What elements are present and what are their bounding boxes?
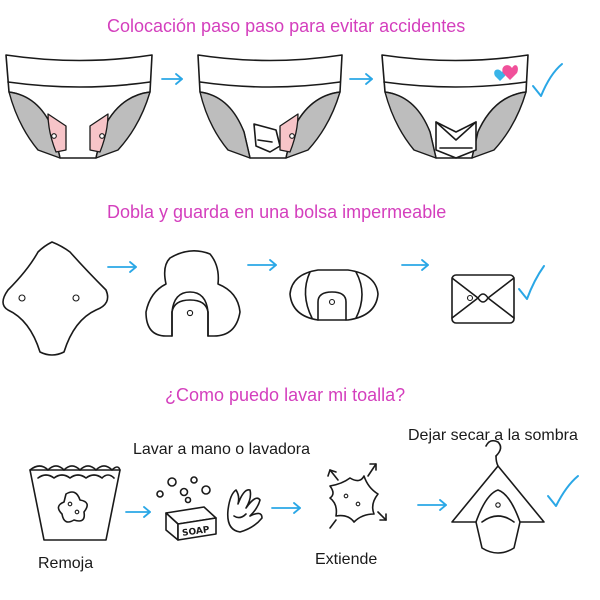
arrow-wash-3-icon — [417, 499, 447, 511]
pad-fold-2-illustration — [289, 269, 379, 321]
checkmark-placement-icon — [532, 63, 563, 97]
panty-step-3-illustration — [381, 54, 529, 159]
heading-fold: Dobla y guarda en una bolsa impermeable — [107, 202, 447, 222]
pad-fold-1-illustration — [145, 250, 241, 337]
caption-wash: Lavar a mano o lavadora — [133, 441, 310, 458]
arrow-fold-1-icon — [107, 261, 137, 273]
arrow-placement-2-icon — [349, 73, 373, 85]
caption-stretch: Extiende — [315, 551, 378, 568]
arrow-fold-3-icon — [401, 259, 429, 271]
arrow-wash-2-icon — [271, 502, 301, 514]
pad-folded-square-illustration — [451, 274, 515, 324]
caption-soak: Remoja — [38, 555, 94, 572]
stretch-pad-illustration — [327, 463, 387, 529]
soak-bucket-illustration — [29, 465, 121, 541]
heading-wash: ¿Como puedo lavar mi toalla? — [165, 385, 406, 405]
panty-step-1-illustration — [5, 54, 153, 159]
hanger-drying-illustration — [451, 439, 545, 554]
heading-placement: Colocación paso paso para evitar acciden… — [107, 16, 466, 36]
panty-step-2-illustration — [197, 54, 343, 159]
checkmark-wash-icon — [547, 475, 579, 507]
arrow-placement-1-icon — [161, 73, 183, 85]
checkmark-fold-icon — [518, 265, 545, 300]
soap-box-label: SOAP — [182, 525, 211, 539]
heart-pink-icon — [502, 65, 518, 80]
pad-open-illustration — [2, 241, 109, 356]
arrow-wash-1-icon — [125, 506, 151, 518]
soap-and-hands-illustration: SOAP — [156, 476, 263, 541]
arrow-fold-2-icon — [247, 259, 277, 271]
caption-dry: Dejar secar a la sombra — [408, 427, 578, 444]
